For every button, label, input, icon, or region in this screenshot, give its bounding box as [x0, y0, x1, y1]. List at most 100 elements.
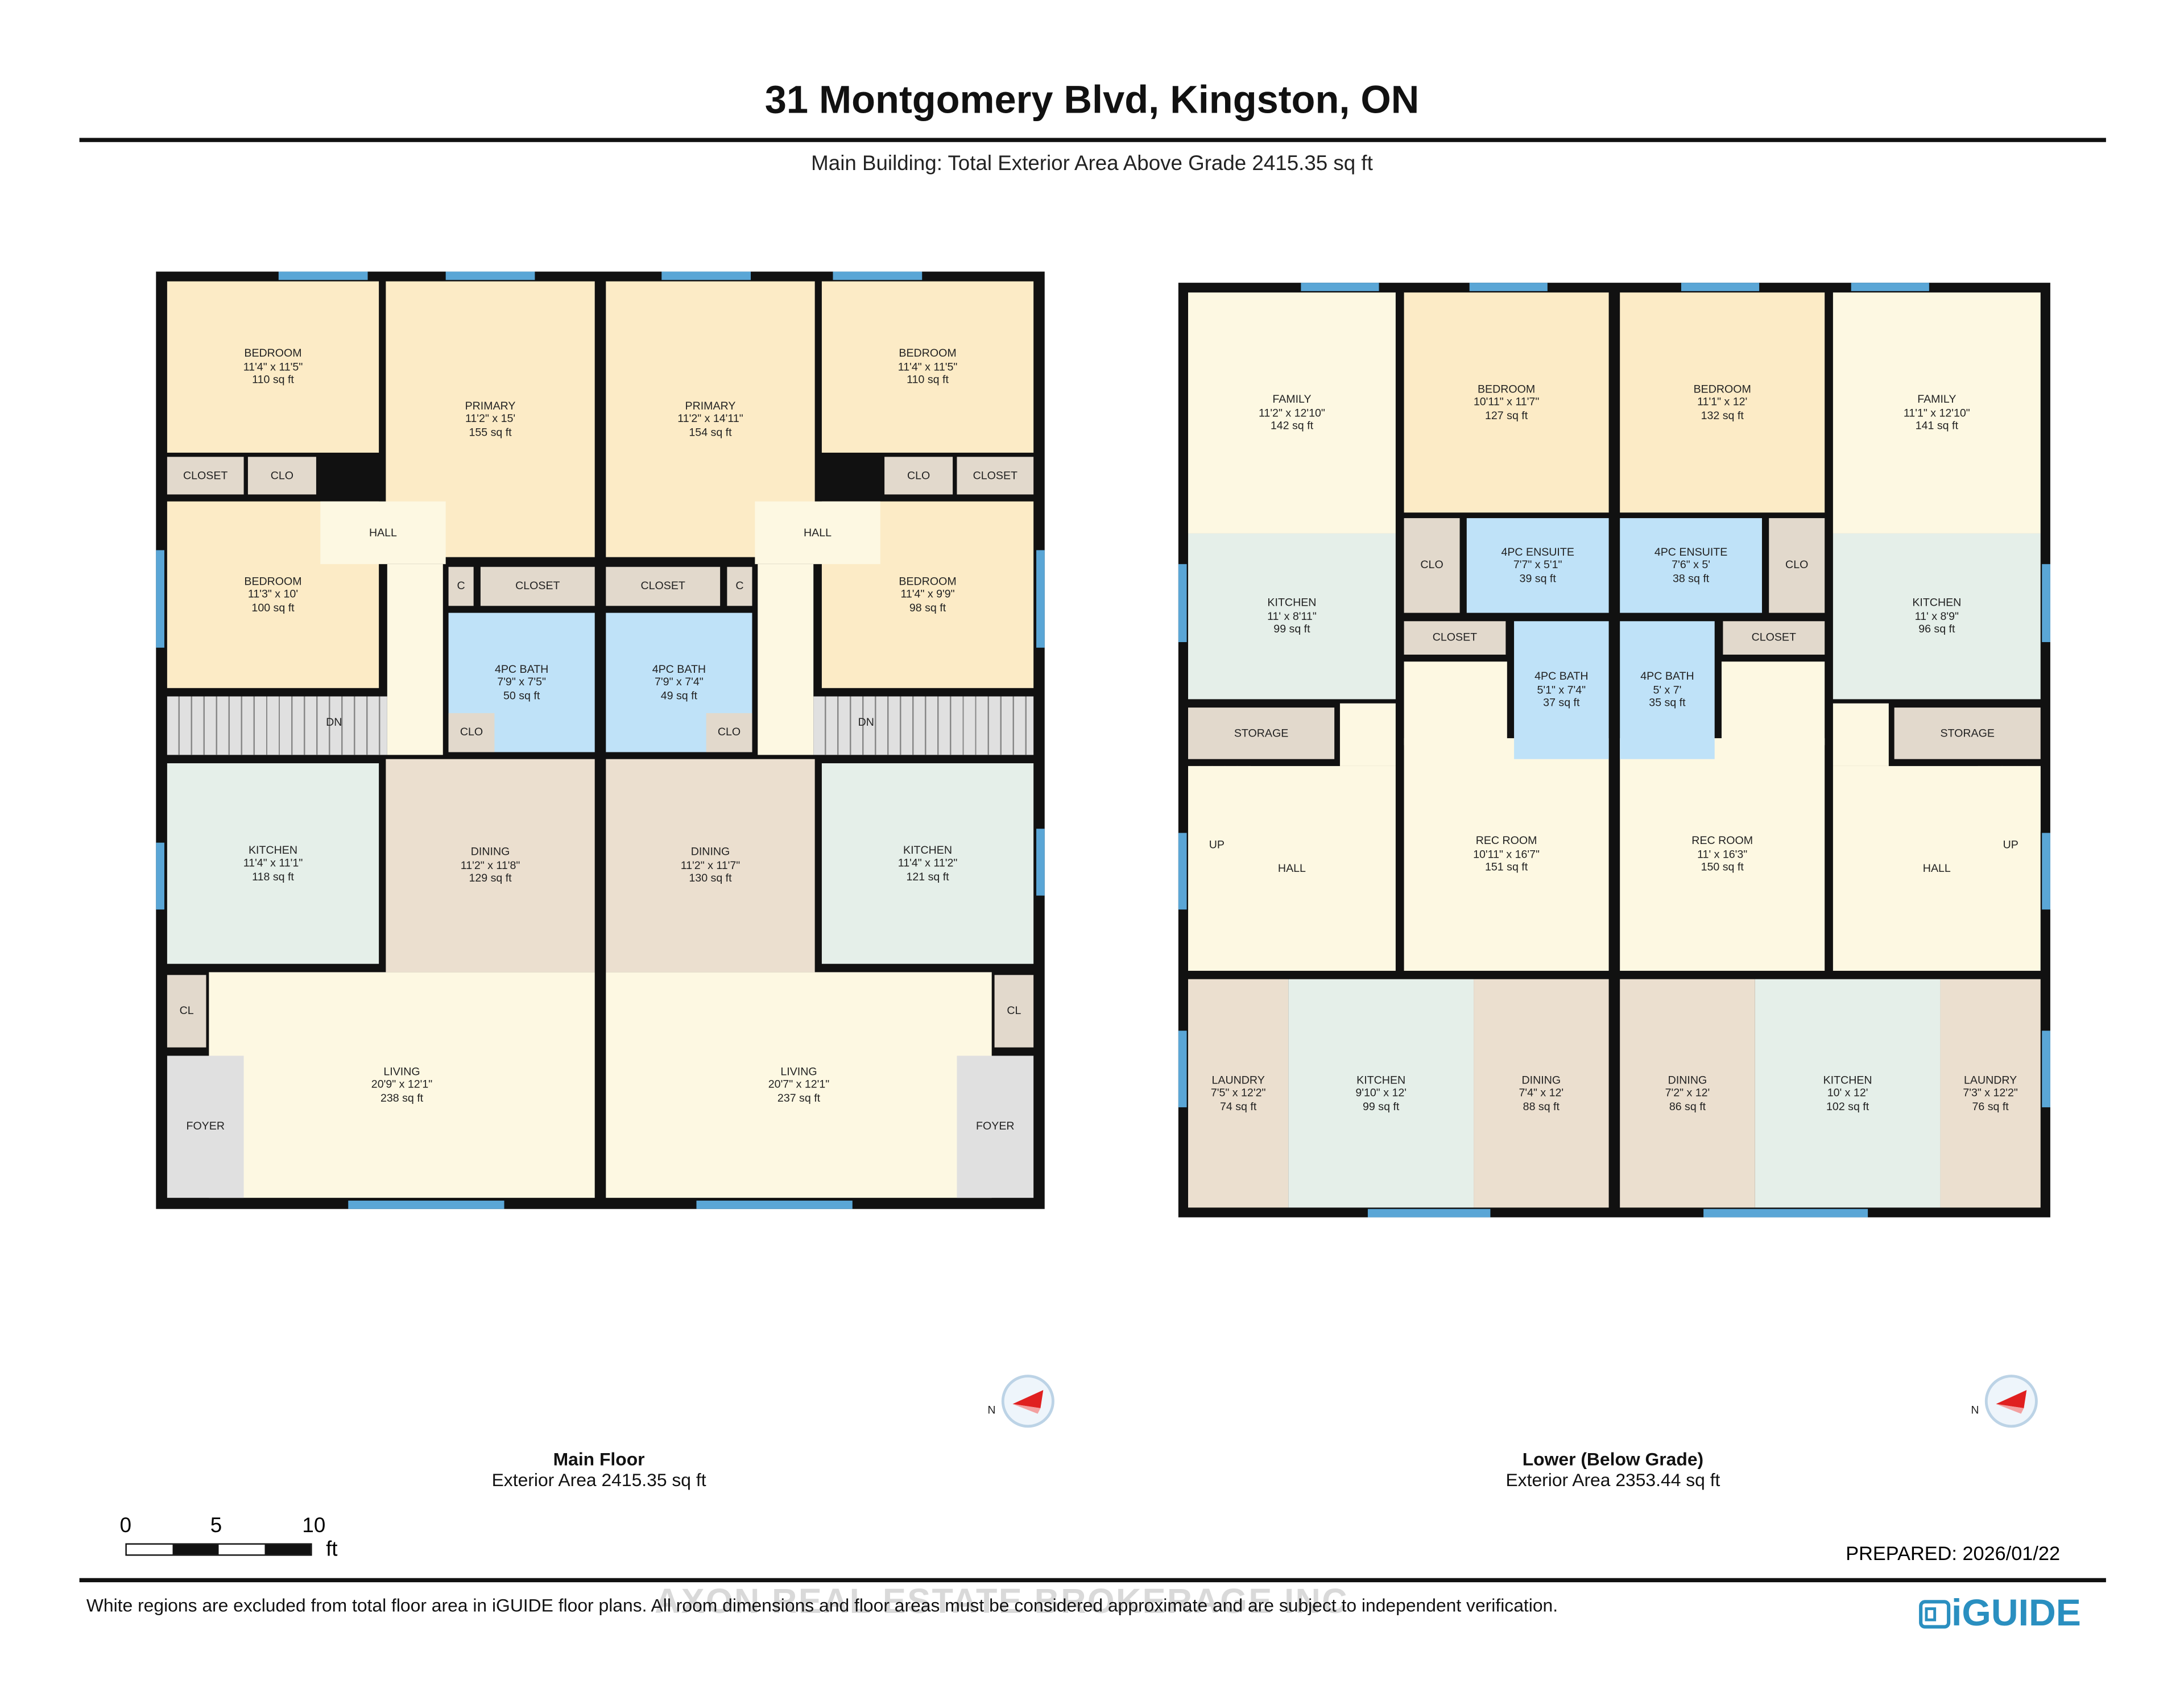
room-dims: 11'2" x 15'	[465, 412, 516, 425]
room-label: Dining	[690, 846, 730, 859]
room-dims: 20'9" x 12'1"	[371, 1078, 433, 1091]
room-label: Living	[780, 1065, 817, 1078]
room-label: Bedroom	[244, 574, 302, 588]
room-label: 4PC Ensuite	[1654, 545, 1728, 558]
room-4pc-bath: 4PC Bath5'1" x 7'4"37 sq ft	[1514, 621, 1609, 759]
room-kitchen: Kitchen11'4" x 11'1"118 sq ft	[167, 763, 379, 964]
room-area: 99 sq ft	[1363, 1100, 1400, 1113]
room-area: 132 sq ft	[1701, 409, 1744, 422]
room-label: Primary	[465, 399, 516, 412]
room-label: Laundry	[1963, 1073, 2017, 1086]
hall-extension	[1721, 661, 1825, 746]
room-dims: 11' x 8'11"	[1267, 610, 1317, 623]
room-label: Kitchen	[903, 843, 953, 857]
room-label: Kitchen	[1823, 1073, 1872, 1086]
iguide-logo: iGUIDE	[1918, 1592, 2081, 1635]
window	[1178, 833, 1187, 910]
window	[1703, 1209, 1868, 1218]
room-label: 4PC Bath	[1534, 670, 1589, 683]
room-storage: Storage	[1894, 708, 2041, 759]
room-hall: Hall	[1188, 766, 1396, 971]
room-label: CLO	[717, 726, 741, 739]
room-label: Dining	[1668, 1073, 1707, 1086]
lower-floor-area: Exterior Area 2353.44 sq ft	[1505, 1469, 1720, 1491]
window	[156, 550, 164, 648]
room-area: 155 sq ft	[469, 425, 512, 438]
room-label: CL	[179, 1004, 194, 1017]
room-foyer: Foyer	[167, 1056, 244, 1198]
room-label: Primary	[685, 399, 736, 412]
stairs-label: UP	[2003, 838, 2018, 851]
room-kitchen: Kitchen9'10" x 12'99 sq ft	[1288, 979, 1474, 1208]
room-closet: Closet	[167, 457, 244, 495]
room-label: CLO	[1420, 558, 1443, 572]
room-dims: 11' x 8'9"	[1914, 610, 1959, 623]
room-rec-room: Rec Room11' x 16'3"150 sq ft	[1620, 738, 1825, 971]
stairs-label: DN	[326, 715, 342, 729]
window	[1178, 1031, 1187, 1107]
room-clo: CLO	[706, 713, 752, 752]
room-label: CLO	[270, 469, 294, 482]
room-laundry: Laundry7'5" x 12'2"74 sq ft	[1188, 979, 1289, 1208]
room-area: 37 sq ft	[1543, 697, 1580, 710]
room-label: Closet	[973, 469, 1017, 482]
room-label: Kitchen	[1912, 596, 1962, 609]
page-subtitle: Main Building: Total Exterior Area Above…	[811, 151, 1373, 176]
room-label: Hall	[1277, 862, 1306, 875]
room-laundry: Laundry7'3" x 12'2"76 sq ft	[1940, 979, 2041, 1208]
room-label: 4PC Bath	[1640, 670, 1694, 683]
room-area: 129 sq ft	[469, 872, 512, 885]
room-area: 86 sq ft	[1669, 1100, 1706, 1113]
room-clo: CLO	[1769, 518, 1825, 613]
room-label: Rec Room	[1475, 834, 1537, 847]
room-label: Bedroom	[899, 574, 957, 588]
room-dining: Dining7'2" x 12'86 sq ft	[1620, 979, 1755, 1208]
stairs	[167, 696, 387, 755]
title-divider	[79, 138, 2106, 142]
window	[278, 271, 368, 280]
room-label: CLO	[907, 469, 930, 482]
room-area: 110 sq ft	[252, 373, 294, 386]
room-label: Family	[1917, 393, 1956, 406]
window	[1036, 829, 1045, 896]
room-dims: 7'6" x 5'	[1672, 558, 1710, 572]
room-dims: 11'4" x 9'9"	[900, 588, 955, 601]
room-label: Storage	[1234, 726, 1289, 739]
room-dims: 7'3" x 12'2"	[1963, 1086, 2018, 1099]
room-label: Hall	[1922, 862, 1951, 875]
page-title: 31 Montgomery Blvd, Kingston, ON	[764, 78, 1420, 122]
room-dims: 7'2" x 12'	[1665, 1086, 1710, 1099]
window	[348, 1201, 504, 1209]
room-dims: 5' x 7'	[1653, 683, 1682, 696]
main-floor-plan: Bedroom11'4" x 11'5"110 sq ftPrimary11'2…	[156, 271, 1045, 1209]
room-label: CLO	[460, 726, 483, 739]
room-family: Family11'2" x 12'10"142 sq ft	[1188, 292, 1396, 533]
room-label: Dining	[1521, 1073, 1561, 1086]
window	[156, 842, 164, 910]
window	[661, 271, 751, 280]
room-4pc-ensuite: 4PC Ensuite7'6" x 5'38 sq ft	[1620, 518, 1762, 613]
room-cl: CL	[167, 975, 206, 1048]
window	[1178, 564, 1187, 642]
room-area: 88 sq ft	[1523, 1100, 1560, 1113]
room-label: Closet	[1751, 631, 1796, 644]
compass-icon	[1001, 1375, 1054, 1428]
main-floor-caption: Main Floor Exterior Area 2415.35 sq ft	[390, 1449, 808, 1490]
room-bedroom: Bedroom11'4" x 11'5"110 sq ft	[167, 281, 379, 453]
room-dims: 11'4" x 11'5"	[243, 360, 303, 373]
room-dims: 11' x 16'3"	[1697, 847, 1748, 860]
hall-extension	[387, 564, 443, 755]
window	[833, 271, 923, 280]
room-area: 50 sq ft	[503, 689, 540, 702]
room-area: 154 sq ft	[689, 425, 732, 438]
room-label: Hall	[804, 526, 832, 539]
room-area: 98 sq ft	[909, 601, 946, 614]
room-area: 142 sq ft	[1270, 419, 1314, 432]
room-area: 49 sq ft	[660, 689, 698, 702]
room-foyer: Foyer	[957, 1056, 1034, 1198]
window	[2042, 564, 2050, 642]
room-dims: 9'10" x 12'	[1355, 1086, 1407, 1099]
room-4pc-ensuite: 4PC Ensuite7'7" x 5'1"39 sq ft	[1466, 518, 1609, 613]
prepared-date: PREPARED: 2026/01/22	[1846, 1542, 2061, 1565]
room-dims: 11'1" x 12'10"	[1903, 406, 1970, 419]
